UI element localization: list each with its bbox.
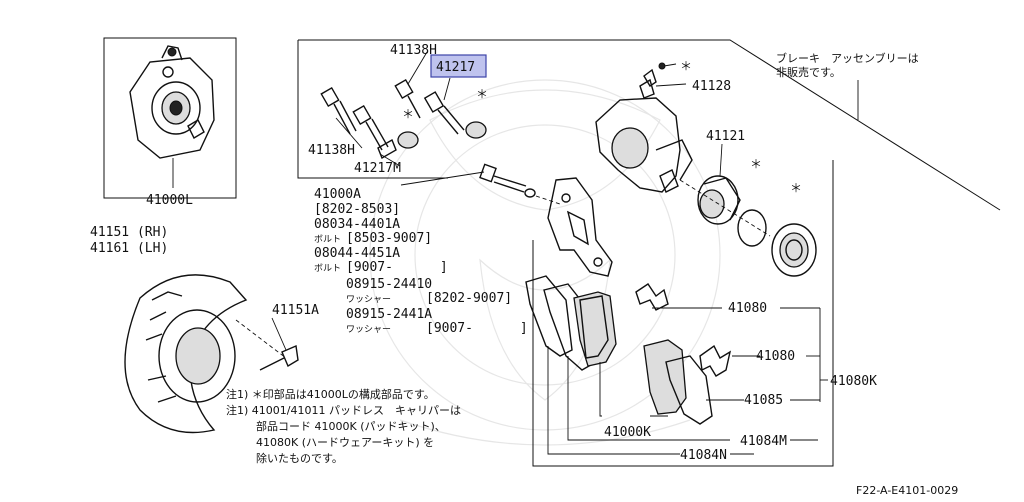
star-marker: ＊ xyxy=(790,181,802,195)
brake-pad-41000K xyxy=(573,291,617,367)
label-08915-24410-range: [8202-9007] xyxy=(426,291,512,306)
torque-member xyxy=(547,177,613,277)
label-08034-range: [8503-9007] xyxy=(346,231,432,246)
pad-shim-41085 xyxy=(665,355,713,425)
label-41000K: 41000K xyxy=(604,425,651,440)
slide-pin-41217 xyxy=(423,91,465,135)
star-marker: ＊ xyxy=(750,157,762,171)
label-08915-2441A-range: [9007- ] xyxy=(426,321,528,336)
dust-shield-41151 xyxy=(124,274,287,434)
piston-axis-dash xyxy=(679,179,771,237)
label-washer-2: ワッシャー xyxy=(346,325,391,335)
label-41217-highlighted[interactable]: 41217 xyxy=(436,60,475,75)
bleeder-41128 xyxy=(639,62,666,99)
label-41128: 41128 xyxy=(692,79,731,94)
leader-lines xyxy=(172,51,859,455)
label-41000A: 41000A xyxy=(314,187,361,202)
label-bolt-1: ボルト xyxy=(314,234,341,245)
caliper-assembly-41000L xyxy=(129,45,215,159)
piston-boot xyxy=(771,223,817,277)
note-line-3: 部品コード 41000K (パッドキット)、 xyxy=(256,419,446,433)
watermark-emblem xyxy=(369,79,721,446)
screw-41151A xyxy=(259,344,299,371)
label-41217M: 41217M xyxy=(354,161,401,176)
label-41085: 41085 xyxy=(744,393,783,408)
slide-pin-41138H-top xyxy=(394,78,421,119)
note-line-4: 41080K (ハードウェアーキット) を xyxy=(256,436,434,449)
label-41138H-top: 41138H xyxy=(390,43,437,58)
caliper-group-frame xyxy=(297,39,1001,211)
label-41084N: 41084N xyxy=(680,448,727,463)
label-41000L: 41000L xyxy=(146,193,193,208)
note-line-2: 注1) 41001/41011 パッドレス キャリパーは xyxy=(226,403,461,417)
label-41121: 41121 xyxy=(706,129,745,144)
label-08915-24410: 08915-24410 xyxy=(346,277,432,292)
label-41138H-left: 41138H xyxy=(308,143,355,158)
right-group-frame xyxy=(532,160,834,467)
figure-code: F22-A-E4101-0029 xyxy=(856,484,958,497)
label-41080K: 41080K xyxy=(830,374,877,389)
star-marker: ＊ xyxy=(402,107,414,121)
pad-shim-41084N xyxy=(525,275,573,357)
label-washer-1: ワッシャー xyxy=(346,295,391,305)
note-line-1: 注1) ＊印部品は41000Lの構成部品です。 xyxy=(226,387,435,401)
star-marker: ＊ xyxy=(680,59,692,73)
label-41080-mid: 41080 xyxy=(756,349,795,364)
star-marker: ＊ xyxy=(476,87,488,101)
label-08044-range: [9007- ] xyxy=(346,260,448,275)
anti-rattle-spring-41080-top xyxy=(635,283,669,311)
assembly-note-line-2: 非販売です。 xyxy=(776,66,841,79)
label-41080-top: 41080 xyxy=(728,301,767,316)
bolt-41000A xyxy=(479,163,561,205)
highlight-box xyxy=(430,54,487,78)
label-41161-lh: 41161 (LH) xyxy=(90,241,168,256)
label-08044-4451A: 08044-4451A xyxy=(314,246,400,261)
label-41084M: 41084M xyxy=(740,434,787,449)
label-bolt-2: ボルト xyxy=(314,263,341,274)
label-08915-2441A: 08915-2441A xyxy=(346,307,432,322)
boot-left xyxy=(397,131,419,149)
slide-pin-41138H-left xyxy=(320,86,357,135)
anti-rattle-spring-41080-mid xyxy=(699,344,732,377)
label-41151A: 41151A xyxy=(272,303,319,318)
boot-right xyxy=(465,121,487,139)
piston-seal xyxy=(737,209,767,247)
left-inset-frame xyxy=(103,37,237,199)
assembly-note-line-1: ブレーキ アッセンブリーは xyxy=(776,51,919,65)
piston xyxy=(697,175,741,225)
label-08034-4401A: 08034-4401A xyxy=(314,217,400,232)
label-41000A-range: [8202-8503] xyxy=(314,202,400,217)
slide-pin-41217M xyxy=(352,104,397,160)
note-line-5: 除いたものです。 xyxy=(256,451,343,465)
label-41151-rh: 41151 (RH) xyxy=(90,225,168,240)
